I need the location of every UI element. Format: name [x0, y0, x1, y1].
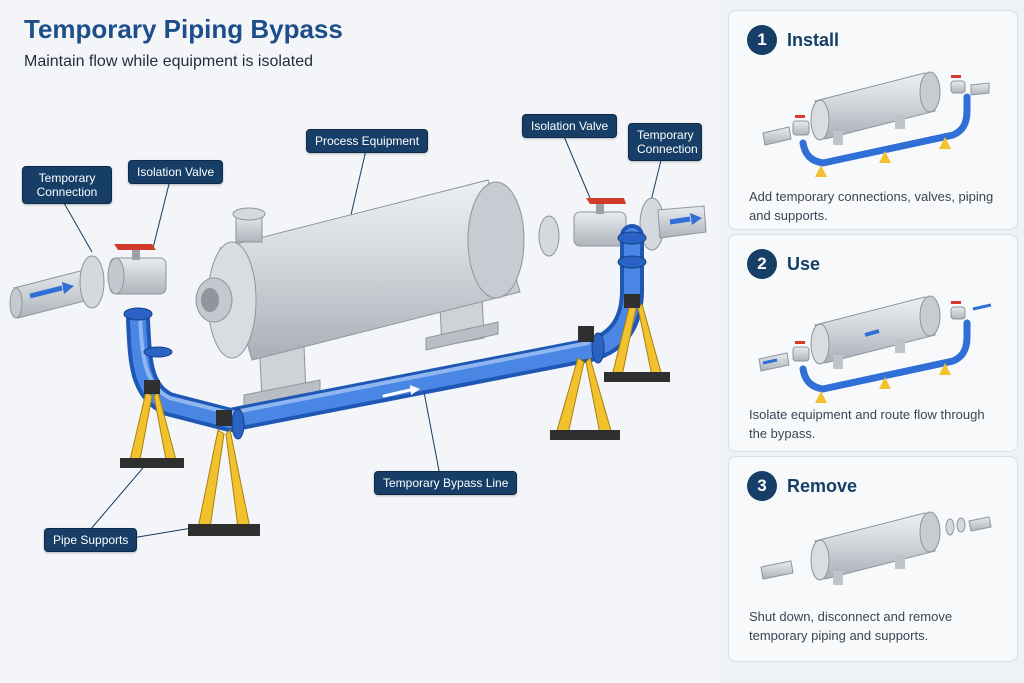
- pipe-support-4: [604, 294, 670, 382]
- step-card-use: 2 Use Isolate equipment and route flow t…: [728, 234, 1018, 452]
- step-header: 1 Install: [747, 25, 839, 55]
- step-use-illustration: [758, 295, 992, 403]
- isolation-valve-left: [107, 244, 167, 295]
- step-number-badge: 1: [747, 25, 777, 55]
- step-card-remove: 3 Remove Shut down, disconnect and remov…: [728, 456, 1018, 662]
- callout-label: Temporary Connection: [36, 171, 98, 199]
- callout-label: Pipe Supports: [53, 533, 129, 547]
- pipe-support-3: [550, 326, 620, 440]
- step-title: Install: [787, 29, 840, 50]
- callout-label: Temporary Connection: [637, 128, 698, 156]
- callout-isolation-valve-right: Isolation Valve: [522, 114, 618, 138]
- step-remove-illustration: [760, 511, 992, 585]
- steps-panel: 1 Install Add temporary connections, val…: [720, 0, 1024, 683]
- process-equipment-vessel: [195, 179, 560, 361]
- pipe-support-1: [120, 380, 184, 468]
- step-title: Remove: [787, 475, 858, 496]
- bypass-illustration: [9, 133, 707, 539]
- step-description: Add temporary connections, valves, pipin…: [749, 189, 994, 223]
- step-card-install: 1 Install Add temporary connections, val…: [728, 10, 1018, 230]
- diagram-area: Temporary Piping Bypass Maintain flow wh…: [9, 14, 707, 552]
- step-number-badge: 3: [747, 471, 777, 501]
- callout-label: Process Equipment: [315, 134, 420, 148]
- callout-process-equipment: Process Equipment: [306, 129, 429, 153]
- inlet-pipe-left: [9, 255, 105, 319]
- step-install-illustration: [762, 71, 990, 177]
- step-description: Shut down, disconnect and remove tempora…: [749, 609, 953, 643]
- step-header: 3 Remove: [747, 471, 857, 501]
- page-title: Temporary Piping Bypass: [24, 14, 343, 44]
- outlet-pipe-right: [639, 197, 707, 251]
- callout-label: Isolation Valve: [531, 119, 609, 133]
- pipe-support-2: [188, 410, 260, 536]
- callout-pipe-supports: Pipe Supports: [44, 528, 138, 552]
- callout-bypass-line: Temporary Bypass Line: [374, 471, 518, 495]
- bypass-flanges: [123, 231, 647, 440]
- callout-temp-connection-right: Temporary Connection: [628, 123, 702, 161]
- step-number-badge: 2: [747, 249, 777, 279]
- page-subtitle: Maintain flow while equipment is isolate…: [24, 53, 314, 70]
- step-title: Use: [787, 253, 821, 274]
- callout-temp-connection-left: Temporary Connection: [22, 166, 112, 204]
- step-description: Isolate equipment and route flow through…: [749, 407, 985, 441]
- callout-isolation-valve-left: Isolation Valve: [128, 160, 224, 184]
- step-header: 2 Use: [747, 249, 820, 279]
- callout-label: Isolation Valve: [137, 165, 215, 179]
- callout-label: Temporary Bypass Line: [383, 476, 509, 490]
